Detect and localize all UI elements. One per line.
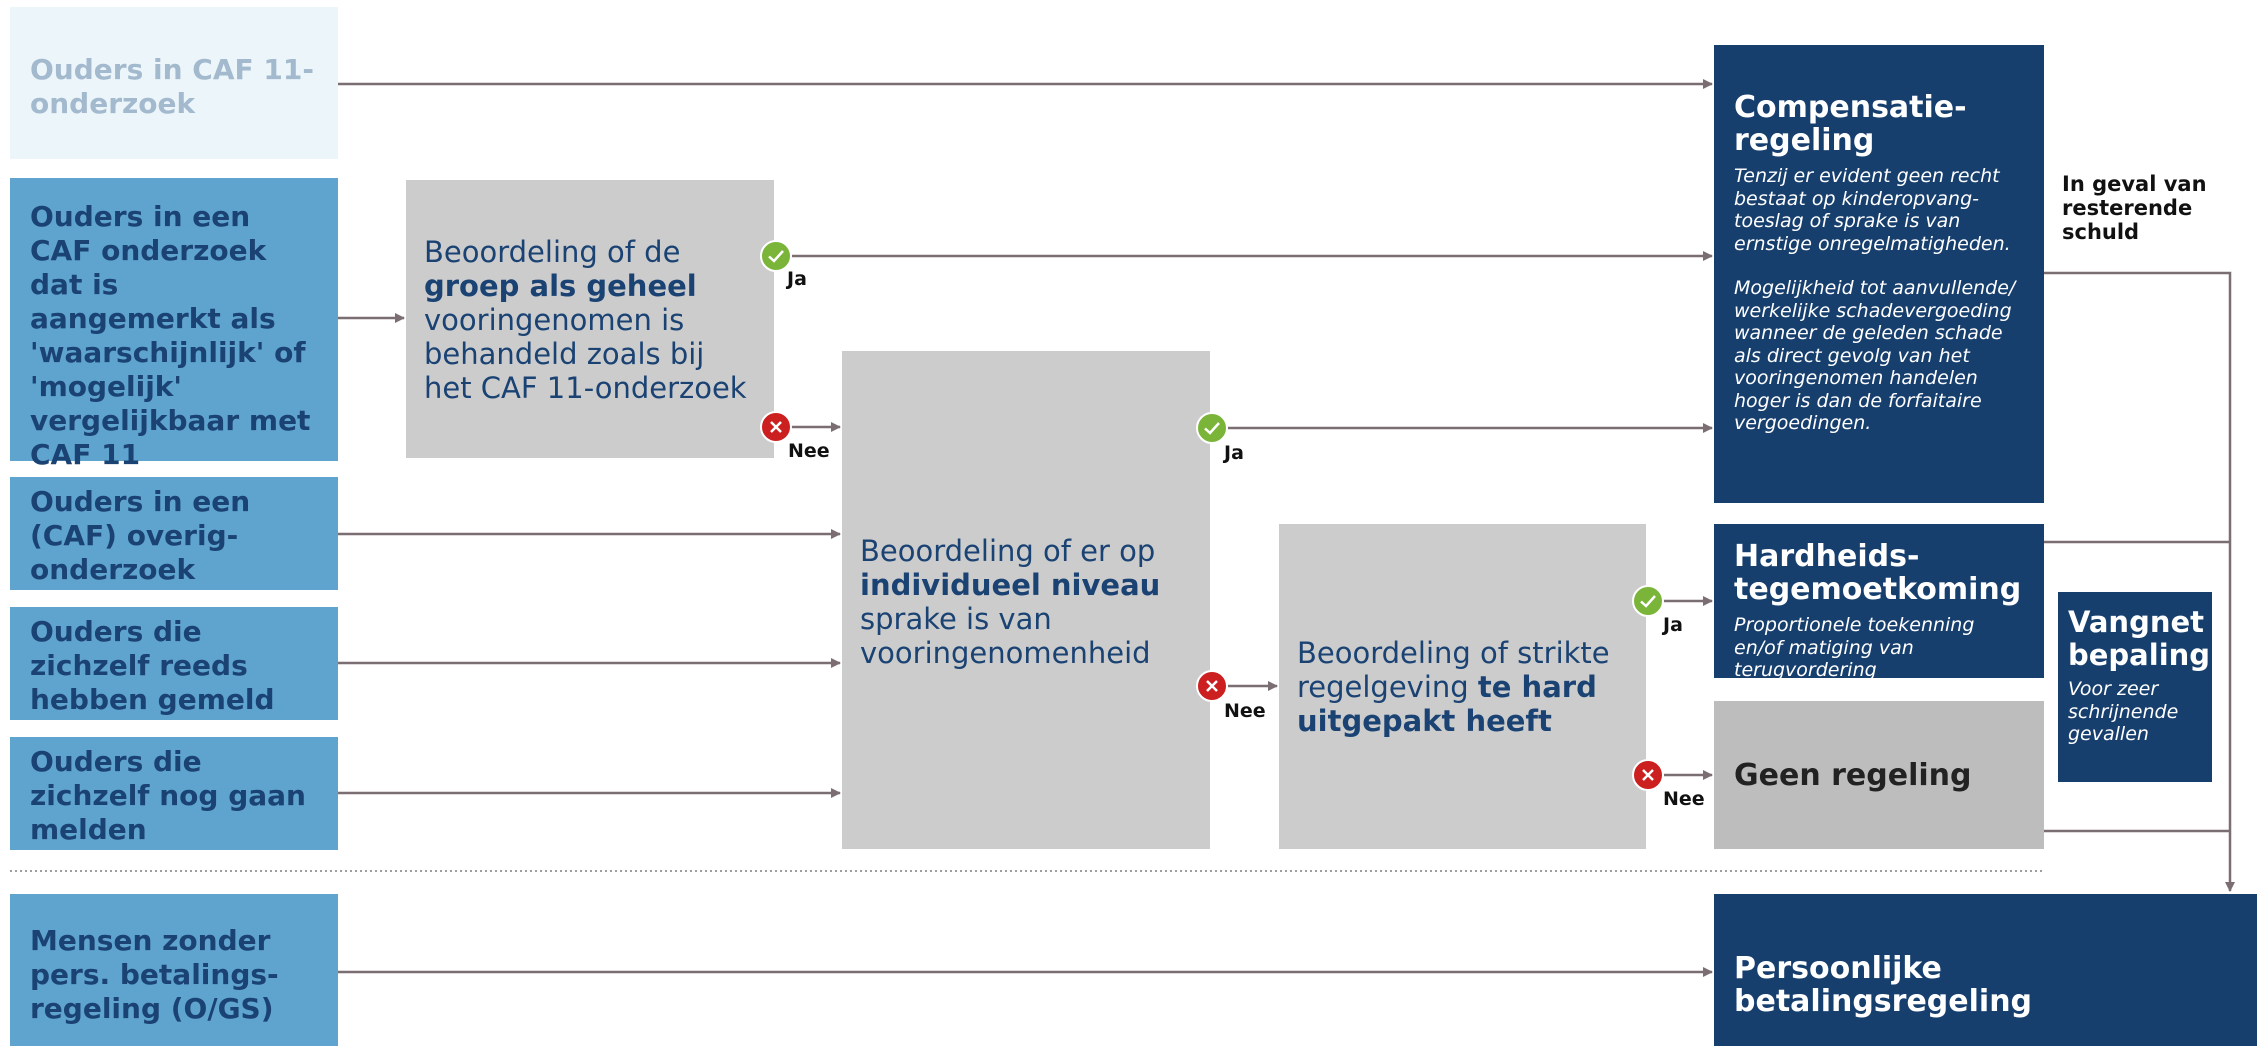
assessment-individueel-post: sprake is van vooringenomenheid — [860, 602, 1151, 670]
ja-label: Ja — [1663, 614, 1683, 636]
assessment-groep-bold: groep als geheel — [424, 269, 697, 303]
ja-label: Ja — [1224, 442, 1244, 464]
assessment-strikt-pre: Beoordeling of strikte regelgeving — [1297, 636, 1610, 704]
source-zelf-melden: Ouders die zichzelf nog gaan melden — [10, 737, 338, 850]
outcome-compensatie-desc2: Mogelijkheid tot aanvullende/ werkelijke… — [1734, 277, 2016, 434]
outcome-persoonlijk: Persoonlijke betalingsregeling — [1714, 894, 2257, 1046]
ja-label: Ja — [787, 268, 807, 290]
assessment-individueel: Beoordeling of er op individueel niveau … — [842, 351, 1210, 849]
source-caf11-label: Ouders in CAF 11- onderzoek — [30, 53, 314, 120]
source-caf-overig-label: Ouders in een (CAF) overig- onderzoek — [30, 485, 251, 586]
outcome-vangnet: Vangnet bepaling Voor zeer schrijnende g… — [2058, 592, 2212, 782]
source-caf-vergelijkbaar-label: Ouders in een CAF onderzoek dat is aange… — [30, 200, 311, 471]
outcome-geen: Geen regeling — [1714, 701, 2044, 849]
source-zelf-gemeld: Ouders die zichzelf reeds hebben gemeld — [10, 607, 338, 720]
check-circle-icon — [1196, 412, 1228, 444]
cross-circle-icon — [1196, 670, 1228, 702]
check-circle-icon — [760, 240, 792, 272]
outcome-compensatie-desc1: Tenzij er evident geen recht bestaat op … — [1734, 165, 2011, 255]
source-zonder-regeling-label: Mensen zonder pers. betalings- regeling … — [30, 924, 279, 1025]
assessment-individueel-bold: individueel niveau — [860, 568, 1161, 602]
assessment-individueel-pre: Beoordeling of er op — [860, 534, 1156, 568]
cross-circle-icon — [760, 411, 792, 443]
source-caf-overig: Ouders in een (CAF) overig- onderzoek — [10, 477, 338, 590]
outcome-vangnet-desc: Voor zeer schrijnende gevallen — [2068, 678, 2179, 745]
outcome-vangnet-title: Vangnet bepaling — [2068, 605, 2211, 672]
source-zelf-melden-label: Ouders die zichzelf nog gaan melden — [30, 745, 306, 846]
source-caf-vergelijkbaar: Ouders in een CAF onderzoek dat is aange… — [10, 178, 338, 471]
assessment-groep-pre: Beoordeling of de — [424, 235, 681, 269]
assessment-groep: Beoordeling of de groep als geheel voori… — [406, 180, 774, 458]
outcome-hardheid-desc: Proportionele toekenning en/of matiging … — [1734, 614, 1975, 681]
source-zelf-gemeld-label: Ouders die zichzelf reeds hebben gemeld — [30, 615, 275, 716]
outcome-compensatie: Compensatie- regeling Tenzij er evident … — [1714, 45, 2044, 503]
outcome-persoonlijk-title: Persoonlijke betalingsregeling — [1734, 951, 2033, 1019]
outcome-compensatie-title: Compensatie- regeling — [1734, 90, 1967, 158]
nee-label: Nee — [1663, 788, 1705, 810]
nee-label: Nee — [788, 440, 830, 462]
assessment-strikt-bold: te hard uitgepakt heeft — [1297, 670, 1597, 738]
outcome-hardheid: Hardheids- tegemoetkoming Proportionele … — [1714, 524, 2044, 681]
assessment-groep-post: vooringenomen is behandeld zoals bij het… — [424, 303, 747, 405]
resterende-schuld-label: In geval van resterende schuld — [2062, 172, 2207, 244]
assessment-strikt: Beoordeling of strikte regelgeving te ha… — [1279, 524, 1646, 849]
nee-label: Nee — [1224, 700, 1266, 722]
outcome-geen-title: Geen regeling — [1734, 758, 1972, 793]
line-schuld — [2044, 271, 2235, 892]
outcome-hardheid-title: Hardheids- tegemoetkoming — [1734, 539, 2022, 607]
source-zonder-regeling: Mensen zonder pers. betalings- regeling … — [10, 894, 338, 1046]
source-caf11: Ouders in CAF 11- onderzoek — [10, 7, 338, 159]
cross-circle-icon — [1632, 759, 1664, 791]
check-circle-icon — [1632, 585, 1664, 617]
